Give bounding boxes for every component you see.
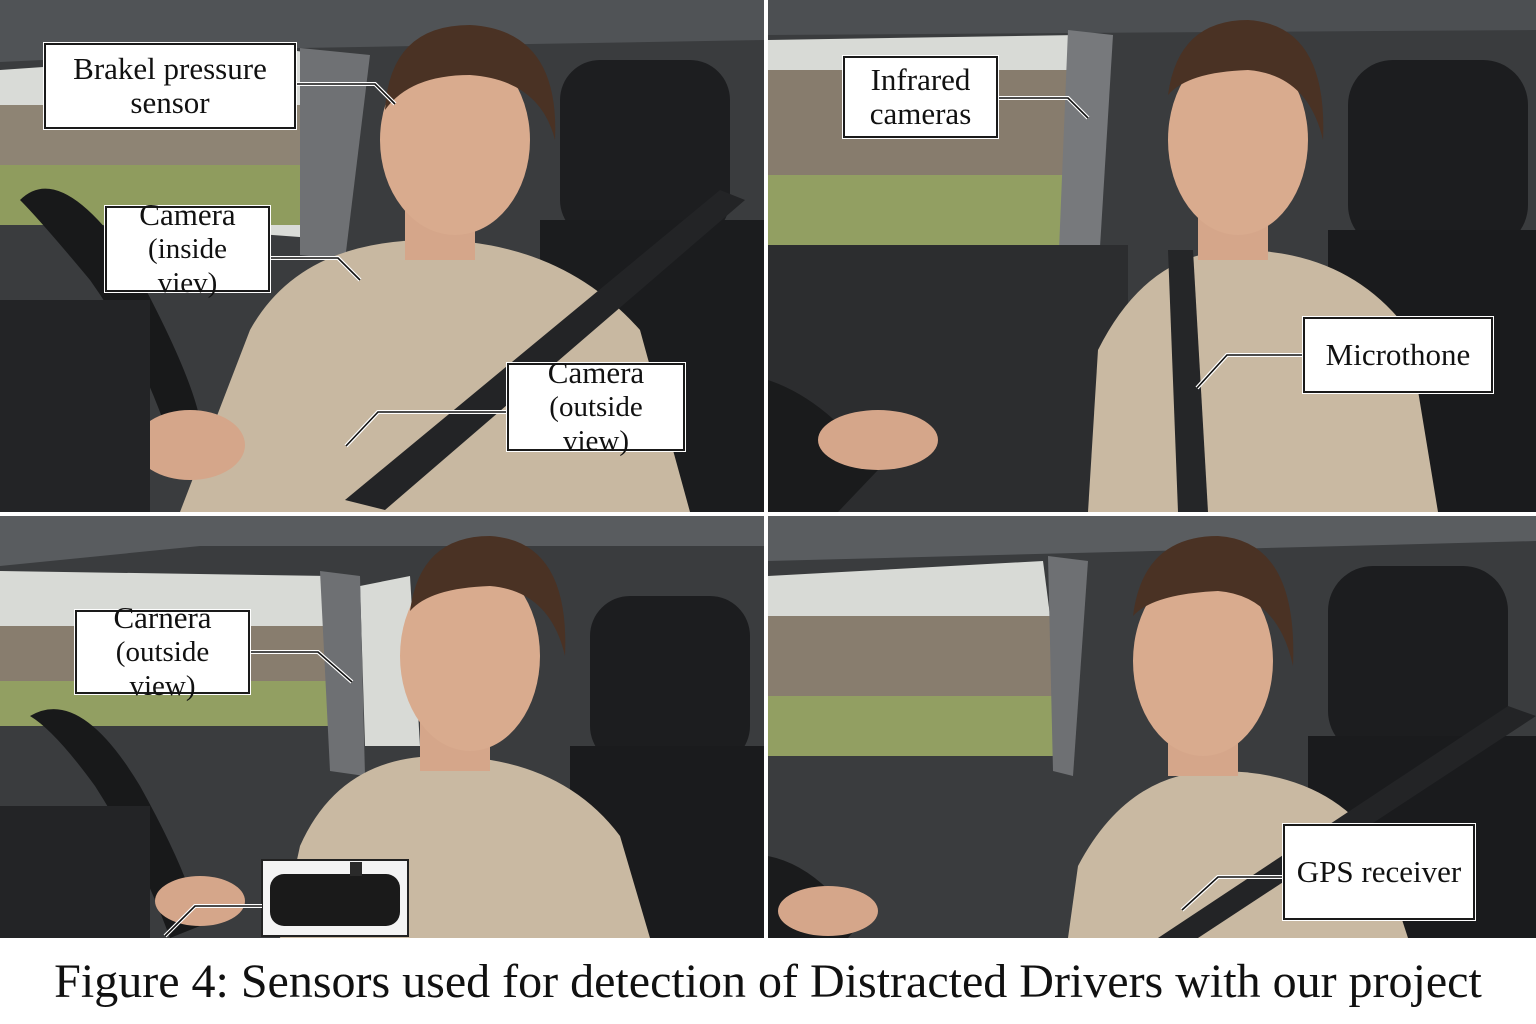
label-line: Brakel pressure: [73, 51, 267, 86]
label-line: GPS receiver: [1296, 854, 1462, 889]
label-line: Camera: [139, 197, 236, 232]
label-line: (outside view): [115, 636, 210, 702]
label-line: cameras: [869, 96, 972, 131]
label-camera-outside-view: Camera (outside view): [507, 356, 685, 457]
label-line: (inside viev): [148, 233, 227, 299]
photo-grid: Brakel pressure sensor Camera (inside vi…: [0, 0, 1536, 938]
label-line: Microthone: [1325, 337, 1471, 372]
driver-photo-3: [0, 516, 764, 938]
label-line: sensor: [130, 85, 210, 120]
label-camera-outside-view-2: Carnera (outside view): [75, 601, 250, 702]
label-line: Carnera: [113, 600, 212, 635]
label-line: Infrared: [870, 62, 971, 97]
label-line: (outside view): [549, 391, 643, 457]
label-gps-receiver: GPS receiver: [1283, 824, 1475, 920]
label-camera-inside-view: Camera (inside viev): [105, 198, 270, 299]
label-infrared-cameras: Infrared cameras: [843, 56, 998, 138]
label-microphone: Microthone: [1303, 317, 1493, 393]
photo-panel-bottom-left: [0, 516, 764, 938]
label-brake-pressure-sensor: Brakel pressure sensor: [44, 43, 296, 129]
label-line: Camera: [547, 355, 645, 390]
figure-caption: Figure 4: Sensors used for detection of …: [54, 955, 1482, 1008]
